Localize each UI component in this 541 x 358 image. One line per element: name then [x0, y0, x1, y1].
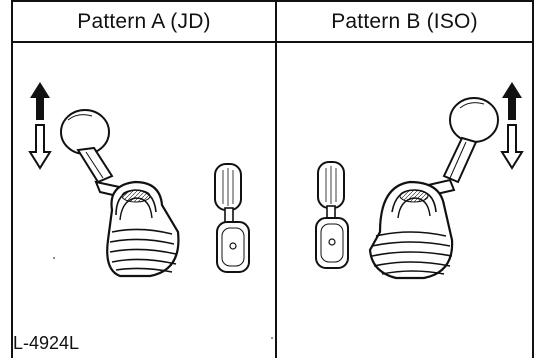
header-divider: [11, 41, 534, 43]
small-lever-icon: [315, 161, 349, 269]
column-divider: [275, 0, 277, 358]
arrow-down-icon: [28, 124, 52, 170]
arrow-up-icon: [502, 82, 522, 120]
arrow-down-icon: [500, 124, 524, 170]
shift-lever-boot-icon: [60, 109, 180, 278]
shift-lever-boot-icon: [368, 97, 499, 280]
pattern-a-header: Pattern A (JD): [77, 9, 211, 33]
pattern-b-header: Pattern B (ISO): [331, 9, 478, 33]
small-lever-icon: [214, 163, 250, 273]
arrow-up-icon: [30, 82, 50, 120]
table-outline: [11, 0, 534, 358]
right-arrows: [500, 82, 524, 170]
left-arrows: [28, 82, 52, 170]
figure-code: L-4924L: [13, 333, 80, 353]
